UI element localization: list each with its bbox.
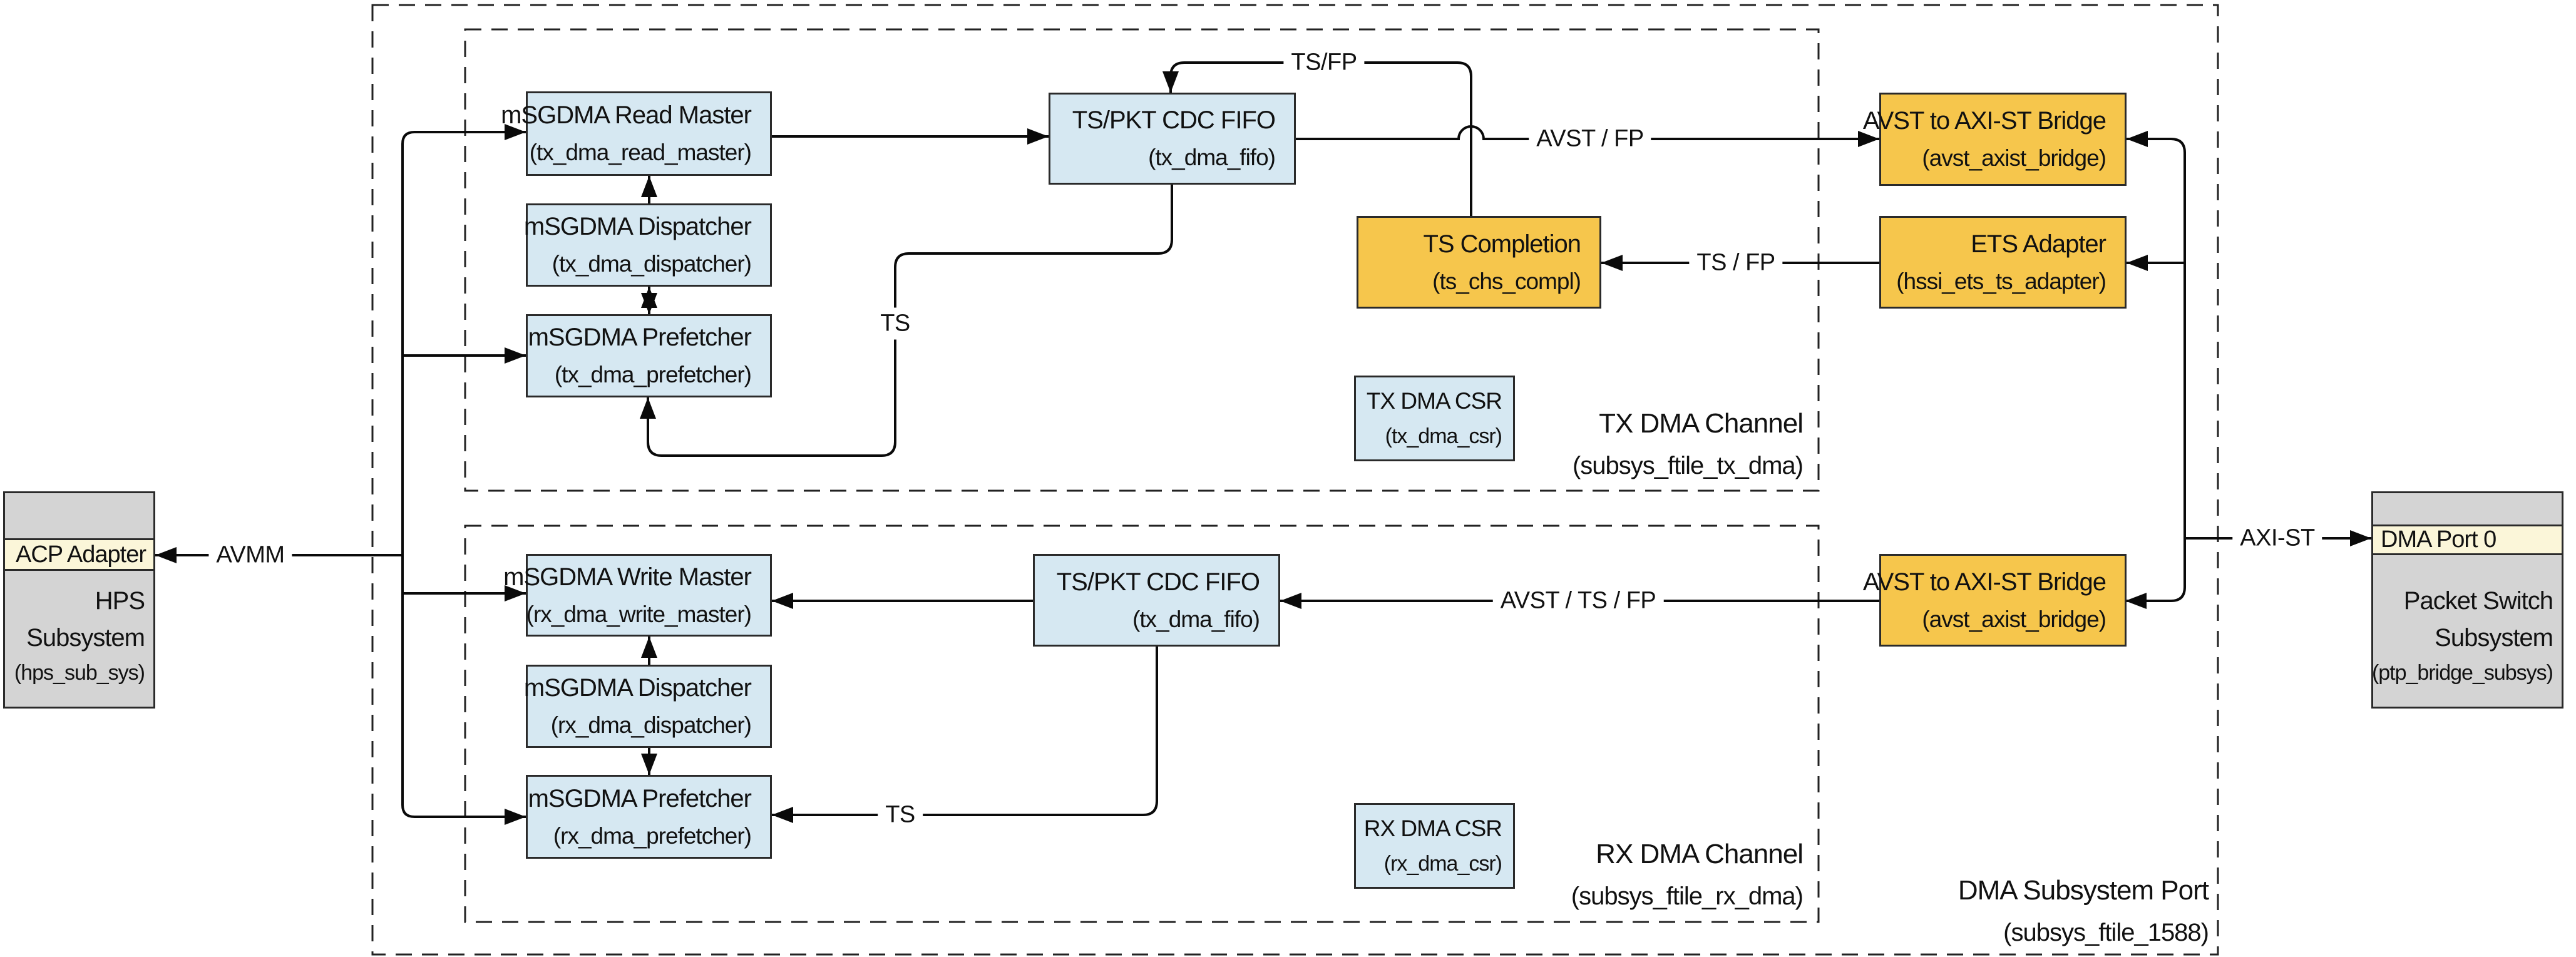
group-title: TX DMA Channel (1599, 408, 1804, 439)
block-rx-fifo: TS/PKT CDC FIFO (tx_dma_fifo) (1033, 554, 1280, 647)
block-avst-axist-bridge-tx: AVST to AXI-ST Bridge (avst_axist_bridge… (1863, 93, 2127, 186)
block-subtitle: (rx_dma_csr) (1383, 852, 1502, 876)
block-subtitle: (tx_dma_csr) (1385, 424, 1502, 448)
block-title: RX DMA CSR (1363, 816, 1502, 841)
block-subtitle: (rx_dma_dispatcher) (550, 712, 752, 738)
tx-channel-label: TX DMA Channel (subsys_ftile_tx_dma) (1572, 408, 1804, 480)
block-subtitle: (tx_dma_read_master) (529, 140, 752, 165)
outer-dashed-boundary (371, 4, 2219, 956)
block-subtitle: (tx_dma_dispatcher) (552, 251, 752, 277)
block-subtitle: (tx_dma_fifo) (1148, 145, 1276, 170)
arrowheads (155, 71, 2371, 825)
block-subtitle: (rx_dma_prefetcher) (553, 822, 752, 849)
subsystem-name: Packet Switch (2403, 587, 2553, 615)
subsystem-instance: (hps_sub_sys) (14, 661, 145, 685)
wire-label-ts-rx: TS (878, 799, 923, 831)
group-subtitle: (subsys_ftile_rx_dma) (1571, 883, 1804, 910)
block-title: ETS Adapter (1971, 230, 2106, 258)
rx-channel-dashed-boundary (464, 525, 1820, 923)
block-tx-dispatcher: mSGDMA Dispatcher (tx_dma_dispatcher) (523, 203, 772, 287)
block-tx-dma-csr: TX DMA CSR (tx_dma_csr) (1354, 376, 1515, 461)
block-title: TS/PKT CDC FIFO (1056, 568, 1260, 596)
block-subtitle: (avst_axist_bridge) (1922, 606, 2106, 632)
block-subtitle: (hssi_ets_ts_adapter) (1896, 268, 2106, 294)
tx-ts-line (647, 185, 1173, 457)
subsystem-name: Subsystem (2435, 624, 2553, 652)
block-subtitle: (tx_dma_prefetcher) (554, 362, 752, 387)
block-title: TX DMA CSR (1366, 388, 1502, 414)
block-title: AVST to AXI-ST Bridge (1862, 107, 2106, 135)
block-ets-adapter: ETS Adapter (hssi_ets_ts_adapter) (1879, 216, 2127, 309)
block-rx-dispatcher: mSGDMA Dispatcher (rx_dma_dispatcher) (523, 665, 772, 748)
block-title: mSGDMA Write Master (503, 563, 752, 591)
block-subtitle: (tx_dma_fifo) (1132, 606, 1260, 632)
block-rx-prefetcher: mSGDMA Prefetcher (rx_dma_prefetcher) (526, 775, 772, 859)
block-title: mSGDMA Dispatcher (523, 213, 752, 240)
group-subtitle: (subsys_ftile_tx_dma) (1572, 452, 1804, 479)
block-title: TS/PKT CDC FIFO (1072, 106, 1276, 134)
acp-adapter-port: ACP Adapter (3, 538, 155, 571)
block-ts-completion: TS Completion (ts_chs_compl) (1357, 216, 1601, 309)
wire-label-avst-ts-fp: AVST / TS / FP (1492, 585, 1664, 617)
rx-channel-label: RX DMA Channel (subsys_ftile_rx_dma) (1571, 839, 1804, 911)
dma-subsystem-port-label: DMA Subsystem Port (subsys_ftile_1588) (1958, 875, 2209, 947)
pss-text: Packet Switch Subsystem (ptp_bridge_subs… (2371, 587, 2562, 685)
block-subtitle: (rx_dma_write_master) (526, 601, 752, 627)
hps-text: HPS Subsystem (hps_sub_sys) (5, 587, 153, 685)
block-tx-prefetcher: mSGDMA Prefetcher (tx_dma_prefetcher) (526, 314, 772, 397)
subsystem-instance: (ptp_bridge_subsys) (2371, 661, 2553, 685)
group-title: DMA Subsystem Port (1958, 875, 2209, 906)
block-hps-subsystem: ACP Adapter HPS Subsystem (hps_sub_sys) (3, 491, 155, 709)
axi-st-right-trunk (2125, 138, 2186, 602)
block-title: TS Completion (1423, 230, 1581, 258)
port-label: DMA Port 0 (2381, 526, 2496, 553)
rx-ts-line (772, 647, 1158, 816)
block-packet-switch-subsystem: DMA Port 0 Packet Switch Subsystem (ptp_… (2371, 491, 2563, 709)
block-title: mSGDMA Prefetcher (528, 784, 752, 812)
wire-label-axi-st: AXI-ST (2232, 522, 2322, 555)
block-title: mSGDMA Dispatcher (523, 674, 752, 702)
block-tx-read-master: mSGDMA Read Master (tx_dma_read_master) (501, 91, 772, 176)
port-label: ACP Adapter (15, 541, 146, 568)
avmm-left-trunk (401, 131, 526, 818)
group-title: RX DMA Channel (1596, 839, 1804, 869)
block-avst-axist-bridge-rx: AVST to AXI-ST Bridge (avst_axist_bridge… (1863, 554, 2127, 647)
group-subtitle: (subsys_ftile_1588) (2003, 919, 2209, 946)
block-subtitle: (avst_axist_bridge) (1922, 145, 2106, 171)
wire-label-ts-fp-top: TS/FP (1283, 46, 1365, 79)
wire-label-ts-fp-mid: TS / FP (1689, 247, 1783, 279)
block-title: AVST to AXI-ST Bridge (1862, 568, 2106, 596)
block-tx-fifo: TS/PKT CDC FIFO (tx_dma_fifo) (1049, 93, 1296, 185)
subsystem-name: Subsystem (26, 624, 145, 652)
block-subtitle: (ts_chs_compl) (1432, 268, 1581, 294)
block-rx-write-master: mSGDMA Write Master (rx_dma_write_master… (503, 554, 772, 637)
dma-port-0: DMA Port 0 (2371, 525, 2563, 555)
block-rx-dma-csr: RX DMA CSR (rx_dma_csr) (1354, 803, 1515, 889)
tx-channel-dashed-boundary (464, 28, 1820, 492)
wire-label-avst-fp: AVST / FP (1529, 123, 1651, 155)
subsystem-name: HPS (95, 587, 145, 615)
block-title: mSGDMA Read Master (501, 101, 752, 129)
wire-label-ts-tx: TS (873, 307, 918, 340)
block-title: mSGDMA Prefetcher (528, 324, 752, 351)
wire-label-avmm: AVMM (208, 539, 292, 571)
